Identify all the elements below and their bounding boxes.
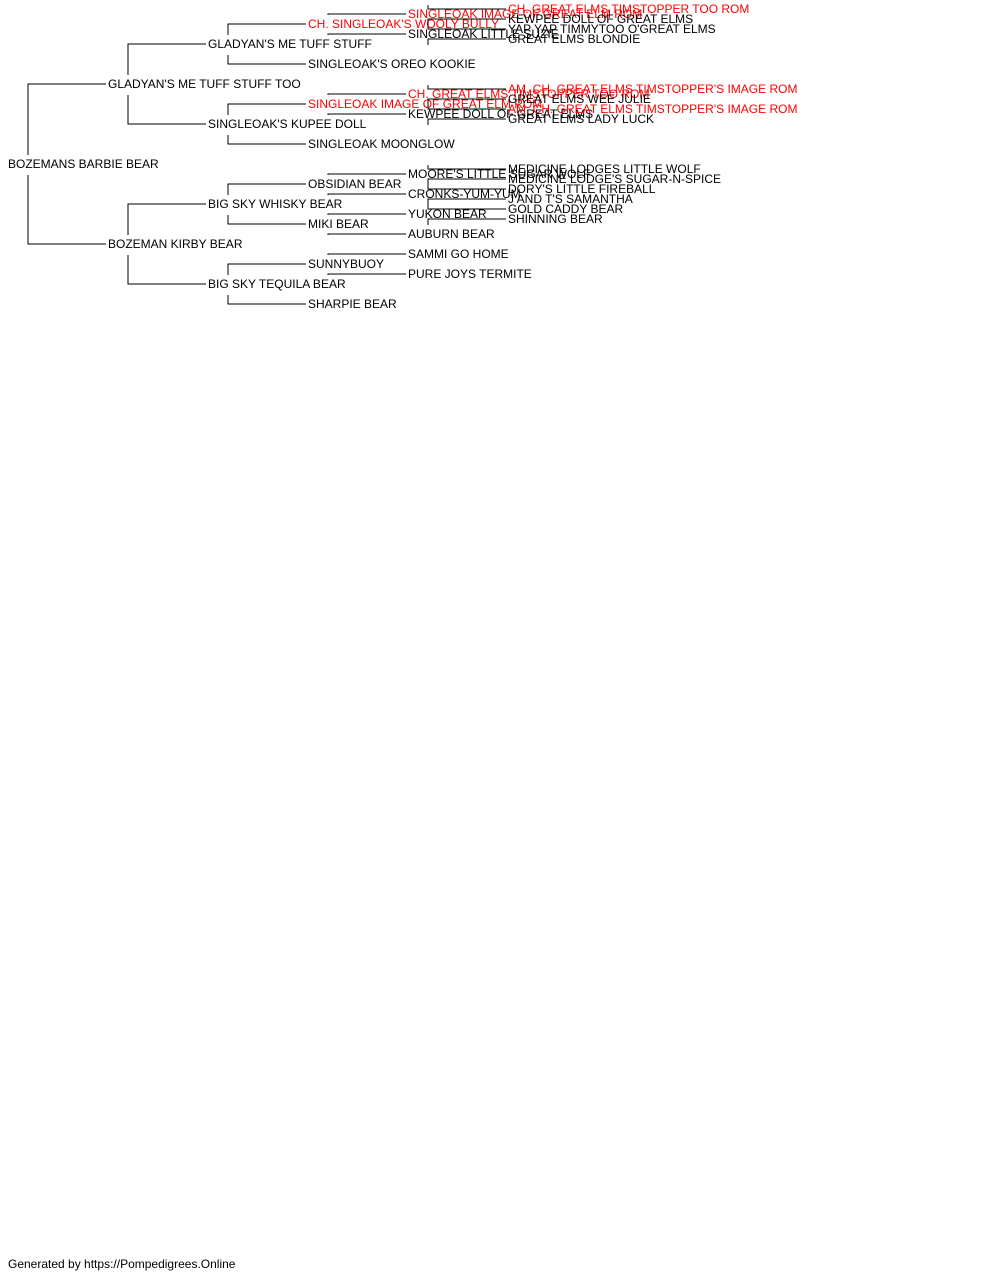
connector-line-subject-sire-sire-sire-dam [327, 33, 406, 35]
connector-line-subject-sire-dam-sire-dam [327, 113, 406, 115]
connector-line-subject-sire-dam-dam [227, 135, 306, 145]
connector-line-subject-dam-dam-sire-dam [327, 273, 406, 275]
connector-line-subject-sire-sire-dam [227, 55, 306, 65]
pedigree-node-subject-dam-sire-dam-dam: AUBURN BEAR [408, 227, 495, 241]
connector-line-subject-dam-sire [127, 203, 206, 235]
connector-line-subject-sire-dam-sire-sire-dam [427, 98, 506, 105]
pedigree-node-subject-sire-dam: SINGLEOAK'S KUPEE DOLL [208, 117, 367, 131]
pedigree-node-subject-dam-sire-dam-sire-dam: SHINNING BEAR [508, 212, 603, 226]
connector-line-subject-sire-dam [127, 95, 206, 125]
connector-line-subject-dam-sire-sire-dam [327, 193, 406, 195]
connector-line-subject-dam-sire-dam-dam [327, 233, 406, 235]
pedigree-node-subject-sire-sire-sire-sire: SINGLEOAK IMAGE OF GREAT ELM ROM [408, 7, 642, 21]
connector-line-subject-sire-sire-sire-sire-sire [427, 5, 506, 10]
pedigree-node-subject-sire-sire-sire-dam-sire: YAP YAP TIMMYTOO O'GREAT ELMS [508, 22, 716, 36]
pedigree-node-subject-dam-sire-sire-sire: MOORE'S LITTLE SUGAR WOLF [408, 167, 590, 181]
pedigree-node-subject-dam-dam-sire-dam: PURE JOYS TERMITE [408, 267, 532, 281]
pedigree-node-subject-sire-sire-sire: CH. SINGLEOAK'S WOOLY BULLY [308, 17, 499, 31]
pedigree-node-subject-sire-dam-sire-sire-dam: GREAT ELMS WEE JULIE [508, 92, 651, 106]
connector-line-subject-sire-dam-sire [227, 103, 306, 115]
connector-line-subject-dam-dam-sire [227, 263, 306, 275]
pedigree-node-subject-sire-dam-sire-sire: CH. GREAT ELMS TIMSTOPPER TOO ROM [408, 87, 649, 101]
connector-line-subject-sire-dam-sire-sire-sire [427, 85, 506, 90]
pedigree-node-subject-dam: BOZEMAN KIRBY BEAR [108, 237, 243, 251]
pedigree-node-subject-sire-dam-sire-dam: KEWPEE DOLL OF GREAT ELMS [408, 107, 593, 121]
pedigree-node-subject-sire-dam-sire-sire-sire: AM. CH. GREAT ELMS TIMSTOPPER'S IMAGE RO… [508, 82, 797, 96]
pedigree-node-subject-sire-sire-sire-dam-dam: GREAT ELMS BLONDIE [508, 32, 640, 46]
connector-line-subject-sire-sire-sire [227, 23, 306, 35]
connector-line-subject-sire-dam-sire-sire [327, 93, 406, 95]
connector-line-subject-dam-sire-sire-sire-sire [427, 165, 506, 170]
connector-line-subject-sire-sire-sire-sire [327, 13, 406, 15]
pedigree-node-subject: BOZEMANS BARBIE BEAR [8, 157, 159, 171]
connector-line-subject-dam-sire-sire-dam-sire [427, 185, 506, 190]
connector-line-subject-sire-sire-sire-dam-dam [427, 38, 506, 45]
connector-line-subject-sire-sire-sire-sire-dam [427, 18, 506, 25]
connector-line-subject-dam-sire-dam-sire-dam [427, 218, 506, 225]
pedigree-node-subject-dam-sire-sire: OBSIDIAN BEAR [308, 177, 402, 191]
pedigree-node-subject-dam-dam-dam: SHARPIE BEAR [308, 297, 397, 311]
pedigree-node-subject-sire-sire: GLADYAN'S ME TUFF STUFF [208, 37, 372, 51]
connector-line-subject-dam-dam-sire-sire [327, 253, 406, 255]
pedigree-node-subject-sire-sire-sire-dam: SINGLEOAK LITTLE SUZIE [408, 27, 559, 41]
pedigree-node-subject-sire-sire-sire-sire-sire: CH. GREAT ELMS TIMSTOPPER TOO ROM [508, 2, 749, 16]
connector-line-subject-sire-sire-sire-dam-sire [427, 25, 506, 30]
connector-line-subject-dam-sire-sire-dam-dam [427, 198, 506, 205]
pedigree-node-subject-dam-sire-dam-sire: YUKON BEAR [408, 207, 487, 221]
connector-line-subject-dam-sire-sire-sire-dam [427, 178, 506, 185]
connector-line-subject-dam-dam-dam [227, 295, 306, 305]
pedigree-node-subject-dam-sire-sire-dam: CRONKS-YUM-YUM [408, 187, 521, 201]
connector-line-subject-dam-sire-dam [227, 215, 306, 225]
pedigree-node-subject-dam-sire-dam: MIKI BEAR [308, 217, 369, 231]
pedigree-node-subject-sire-dam-sire-dam-sire: AM. CH. GREAT ELMS TIMSTOPPER'S IMAGE RO… [508, 102, 797, 116]
connector-line-subject-dam-sire-dam-sire [327, 213, 406, 215]
pedigree-node-subject-dam-dam-sire: SUNNYBUOY [308, 257, 384, 271]
pedigree-node-subject-dam-sire-sire-dam-sire: DORY'S LITTLE FIREBALL [508, 182, 656, 196]
connector-line-subject-dam [27, 175, 106, 245]
pedigree-node-subject-sire-sire-sire-sire-dam: KEWPEE DOLL OF GREAT ELMS [508, 12, 693, 26]
pedigree-node-subject-sire-dam-sire-dam-dam: GREAT ELMS LADY LUCK [508, 112, 654, 126]
pedigree-node-subject-dam-sire-dam-sire-sire: GOLD CADDY BEAR [508, 202, 623, 216]
connector-line-subject-sire-sire [127, 43, 206, 75]
connector-line-subject-dam-sire-sire [227, 183, 306, 195]
pedigree-node-subject-dam-dam-sire-sire: SAMMI GO HOME [408, 247, 509, 261]
pedigree-node-subject-dam-sire-sire-sire-dam: MEDICINE LODGE'S SUGAR-N-SPICE [508, 172, 721, 186]
pedigree-node-subject-sire-sire-dam: SINGLEOAK'S OREO KOOKIE [308, 57, 476, 71]
connector-line-subject-dam-dam [127, 255, 206, 285]
connector-line-subject-dam-sire-sire-sire [327, 173, 406, 175]
pedigree-node-subject-sire-dam-sire: SINGLEOAK IMAGE OF GREAT ELM ROM [308, 97, 542, 111]
pedigree-node-subject-dam-sire-sire-dam-dam: J AND T'S SAMANTHA [508, 192, 633, 206]
footer-credit: Generated by https://Pompedigrees.Online [8, 1257, 236, 1271]
pedigree-node-subject-dam-sire-sire-sire-sire: MEDICINE LODGES LITTLE WOLF [508, 162, 701, 176]
pedigree-node-subject-sire: GLADYAN'S ME TUFF STUFF TOO [108, 77, 301, 91]
pedigree-node-subject-sire-dam-dam: SINGLEOAK MOONGLOW [308, 137, 455, 151]
pedigree-node-subject-dam-dam: BIG SKY TEQUILA BEAR [208, 277, 346, 291]
connector-line-subject-sire [27, 83, 106, 155]
connector-line-subject-sire-dam-sire-dam-sire [427, 105, 506, 110]
connector-line-subject-sire-dam-sire-dam-dam [427, 118, 506, 125]
pedigree-node-subject-dam-sire: BIG SKY WHISKY BEAR [208, 197, 343, 211]
connector-line-subject-dam-sire-dam-sire-sire [427, 205, 506, 210]
